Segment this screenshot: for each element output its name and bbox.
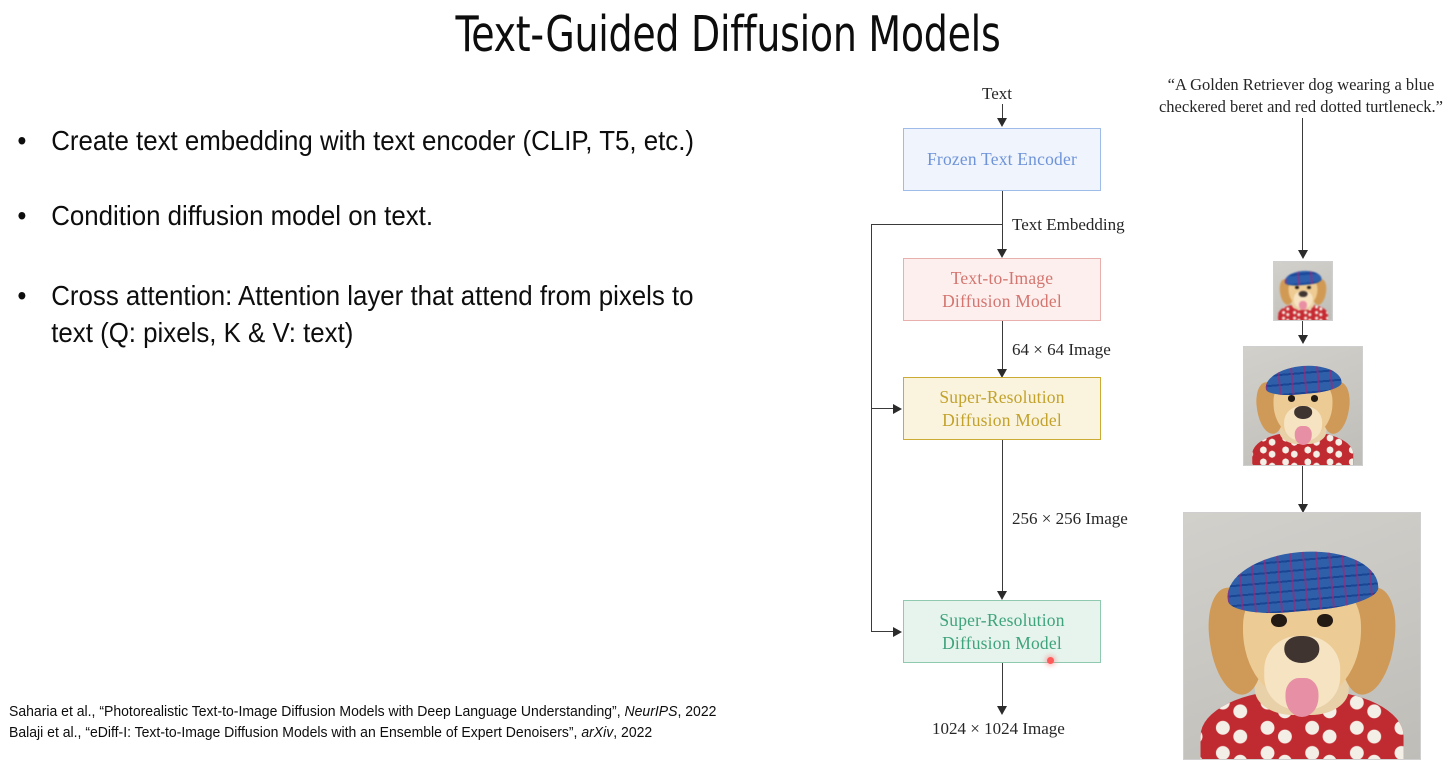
feedback-branch-to-sr1-head bbox=[893, 404, 902, 414]
box-label-line1: Text-to-Image bbox=[950, 268, 1054, 289]
arrow-sample256-to-sample1024-head bbox=[1297, 504, 1308, 513]
sample-image-64 bbox=[1273, 261, 1333, 321]
bullet-marker: • bbox=[17, 200, 27, 232]
arrow-64-line bbox=[1001, 321, 1003, 371]
page-title: Text-Guided Diffusion Models bbox=[455, 6, 1001, 63]
citation-text: Saharia et al., “Photorealistic Text-to-… bbox=[9, 704, 625, 720]
dog-illustration bbox=[1274, 262, 1332, 320]
sample-image-256 bbox=[1243, 346, 1363, 466]
box-label-line1: Frozen Text Encoder bbox=[927, 149, 1077, 170]
arrow-sample64-to-sample256-line bbox=[1302, 321, 1304, 337]
sample-prompt-text: “A Golden Retriever dog wearing a blue c… bbox=[1158, 75, 1443, 117]
sample-image-1024 bbox=[1183, 512, 1421, 760]
box-label-line2: Diffusion Model bbox=[942, 632, 1062, 653]
feedback-bus-vertical bbox=[871, 224, 873, 632]
box-label-line1: Super-Resolution bbox=[939, 387, 1065, 408]
bullet-text: Cross attention: Attention layer that at… bbox=[51, 279, 694, 349]
arrow-prompt-to-sample64-line bbox=[1302, 118, 1304, 252]
list-item: • Cross attention: Attention layer that … bbox=[8, 277, 694, 352]
laser-pointer-dot bbox=[1047, 657, 1054, 664]
box-label-line2: Diffusion Model bbox=[942, 290, 1062, 311]
dog-illustration bbox=[1184, 513, 1420, 759]
box-label-line2: Diffusion Model bbox=[942, 409, 1062, 430]
feedback-branch-to-sr1 bbox=[871, 408, 894, 410]
diagram-label-image-64: 64 × 64 Image bbox=[1012, 340, 1111, 359]
citation-year: , 2022 bbox=[677, 704, 717, 720]
feedback-bus-top bbox=[871, 224, 1002, 226]
citation-year: , 2022 bbox=[613, 724, 653, 741]
arrow-embedding-head bbox=[997, 249, 1007, 258]
feedback-branch-to-sr2-head bbox=[893, 627, 902, 637]
citation-block: Saharia et al., “Photorealistic Text-to-… bbox=[9, 702, 716, 743]
list-item: • Create text embedding with text encode… bbox=[8, 122, 694, 159]
citation-text: Balaji et al., “eDiff-I: Text-to-Image D… bbox=[9, 724, 582, 741]
arrow-1024-head bbox=[997, 706, 1007, 715]
dog-illustration bbox=[1244, 347, 1362, 465]
bullet-marker: • bbox=[17, 125, 27, 156]
bullet-marker: • bbox=[17, 279, 27, 311]
arrow-embedding-line bbox=[1001, 191, 1003, 251]
arrow-text-to-encoder-head bbox=[997, 118, 1007, 127]
arrow-sample64-to-sample256-head bbox=[1297, 335, 1308, 344]
diagram-label-image-256: 256 × 256 Image bbox=[1012, 509, 1128, 528]
arrow-256-line bbox=[1001, 440, 1003, 593]
box-label-line1: Super-Resolution bbox=[939, 610, 1065, 631]
feedback-branch-to-sr2 bbox=[871, 631, 894, 633]
bullet-list: • Create text embedding with text encode… bbox=[8, 122, 738, 384]
arrow-256-head bbox=[997, 591, 1007, 600]
diagram-label-text-embedding: Text Embedding bbox=[1012, 215, 1125, 234]
diagram-label-image-1024: 1024 × 1024 Image bbox=[932, 719, 1065, 738]
citation-venue: arXiv bbox=[581, 724, 614, 741]
citation-line: Saharia et al., “Photorealistic Text-to-… bbox=[9, 702, 716, 723]
bullet-text: Condition diffusion model on text. bbox=[51, 200, 434, 232]
arrow-64-head bbox=[997, 369, 1007, 378]
arrow-prompt-to-sample64-head bbox=[1297, 250, 1308, 259]
arrow-1024-line bbox=[1001, 663, 1003, 708]
citation-line: Balaji et al., “eDiff-I: Text-to-Image D… bbox=[9, 723, 716, 744]
diagram-box-super-resolution-diffusion-model-1[interactable]: Super-Resolution Diffusion Model bbox=[903, 377, 1101, 440]
diagram-box-text-to-image-diffusion-model[interactable]: Text-to-Image Diffusion Model bbox=[903, 258, 1101, 321]
list-item: • Condition diffusion model on text. bbox=[8, 197, 694, 234]
diagram-input-label: Text bbox=[982, 84, 1012, 103]
arrow-sample256-to-sample1024-line bbox=[1302, 466, 1304, 506]
arrow-text-to-encoder-line bbox=[1001, 104, 1003, 120]
diagram-box-super-resolution-diffusion-model-2[interactable]: Super-Resolution Diffusion Model bbox=[903, 600, 1101, 663]
bullet-text: Create text embedding with text encoder … bbox=[51, 125, 694, 156]
diagram-box-frozen-text-encoder[interactable]: Frozen Text Encoder bbox=[903, 128, 1101, 191]
citation-venue: NeurIPS bbox=[624, 704, 678, 720]
